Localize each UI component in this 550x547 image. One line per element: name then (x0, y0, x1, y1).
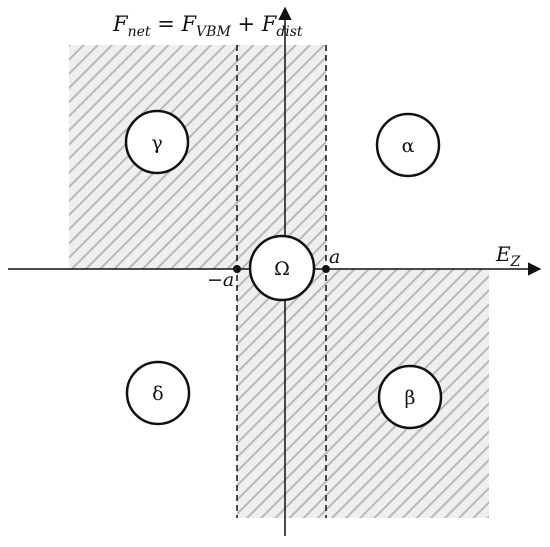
svg-text:δ: δ (152, 383, 163, 405)
y-axis-label: Fnet = FVBM + Fdist (112, 12, 303, 40)
svg-text:α: α (402, 135, 415, 157)
tick-dot-pos-a (322, 265, 330, 273)
region-gamma: γ (124, 109, 190, 175)
region-beta: β (377, 364, 443, 430)
tick-label-neg-a: −a (207, 269, 234, 291)
svg-text:β: β (405, 387, 416, 409)
region-delta: δ (125, 360, 191, 426)
svg-text:Ω: Ω (274, 258, 290, 280)
x-axis-label: EZ (495, 242, 521, 270)
tick-label-pos-a: a (329, 246, 340, 268)
region-alpha: α (375, 112, 441, 178)
svg-text:γ: γ (151, 132, 162, 154)
tick-dot-neg-a (233, 265, 241, 273)
region-omega: Ω (248, 234, 316, 302)
